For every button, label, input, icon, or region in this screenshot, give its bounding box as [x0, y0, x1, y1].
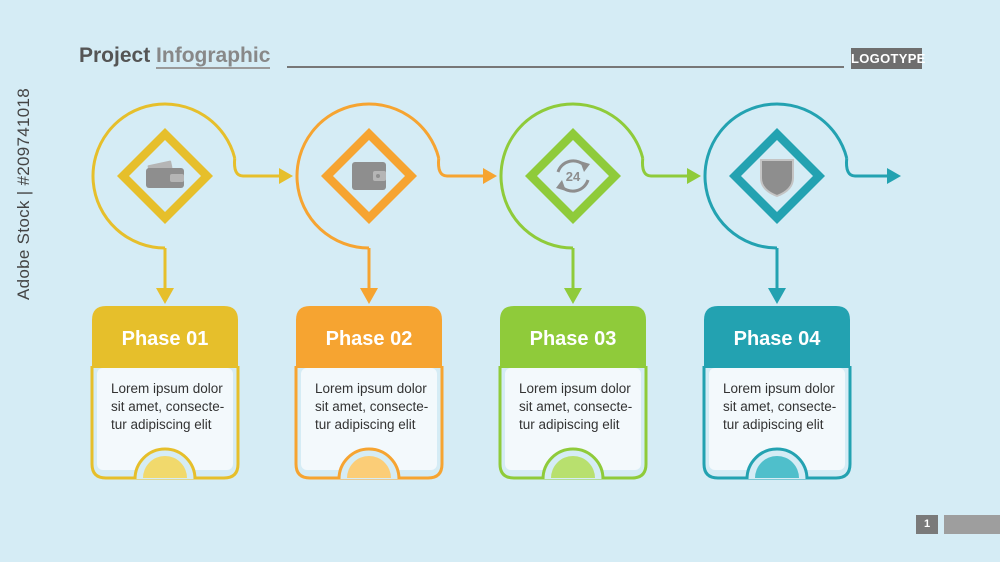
diamond-inner	[537, 140, 609, 212]
phase-description: Lorem ipsum dolor sit amet, consecte-tur …	[111, 380, 257, 434]
phase-description-line: sit amet, consecte-	[315, 399, 429, 414]
step-circle	[295, 102, 441, 250]
phase-description-line: sit amet, consecte-	[519, 399, 633, 414]
phase-description: Lorem ipsum dolor sit amet, consecte-tur …	[519, 380, 665, 434]
down-arrowhead	[564, 288, 582, 304]
phase-description-line: sit amet, consecte-	[723, 399, 837, 414]
phase-description-line: Lorem ipsum dolor	[723, 381, 835, 396]
phase-step-3: 24	[498, 102, 701, 480]
phase-description: Lorem ipsum dolor sit amet, consecte-tur …	[723, 380, 869, 434]
wallet-body	[352, 162, 386, 190]
page-number: 1	[916, 515, 938, 534]
phase-step-1	[90, 102, 293, 480]
card-notch-inner	[755, 456, 799, 478]
phase-card-body	[301, 368, 437, 470]
logotype: LOGOTYPE	[851, 48, 925, 69]
phase-title: Phase 02	[325, 328, 413, 350]
step-circle	[91, 102, 237, 250]
card-notch-inner	[347, 456, 391, 478]
wallet-clasp	[170, 174, 184, 182]
phase-description: Lorem ipsum dolor sit amet, consecte-tur …	[315, 380, 461, 434]
title-main: Project	[79, 44, 151, 67]
phase-card-header	[296, 306, 442, 368]
wallet-open-icon	[146, 160, 184, 188]
connector-arrowhead	[687, 168, 701, 184]
phase-step-4	[702, 102, 901, 480]
phase-description-line: tur adipiscing elit	[315, 417, 416, 432]
phase-description-line: tur adipiscing elit	[111, 417, 212, 432]
phase-description-line: Lorem ipsum dolor	[315, 381, 427, 396]
phase-card-header	[704, 306, 850, 368]
down-arrowhead	[360, 288, 378, 304]
arrow-head-top	[580, 161, 590, 172]
phase-description-line: Lorem ipsum dolor	[111, 381, 223, 396]
phase-description-line: tur adipiscing elit	[519, 417, 620, 432]
icon-text: 24	[566, 169, 581, 184]
title-rule	[287, 66, 844, 68]
page-title: Project Infographic	[79, 44, 271, 69]
phase-card-header	[92, 306, 238, 368]
wallet-button	[376, 174, 380, 178]
phase-title: Phase 01	[121, 328, 209, 350]
wallet-icon	[352, 162, 386, 190]
phase-description-line: sit amet, consecte-	[111, 399, 225, 414]
phase-step-2	[294, 102, 497, 480]
shield-icon	[760, 159, 794, 198]
connector-arrowhead	[279, 168, 293, 184]
title-accent: Infographic	[156, 44, 271, 69]
phase-description-line: Lorem ipsum dolor	[519, 381, 631, 396]
connector-arrowhead	[483, 168, 497, 184]
step-curl	[844, 157, 856, 178]
phase-card-body	[505, 368, 641, 470]
phase-card-body	[709, 368, 845, 470]
card-notch-inner	[143, 456, 187, 478]
step-curl	[640, 157, 652, 178]
step-curl	[232, 157, 244, 178]
phase-title: Phase 04	[733, 328, 821, 350]
step-circle	[499, 102, 645, 250]
page-bar	[944, 515, 1000, 534]
phase-card-header	[500, 306, 646, 368]
shield-shape	[760, 159, 794, 198]
step-curl	[436, 157, 448, 178]
phase-description-line: tur adipiscing elit	[723, 417, 824, 432]
step-circle	[703, 102, 849, 250]
arrow-head-bottom	[556, 180, 566, 191]
phase-card-body	[97, 368, 233, 470]
connector-arrowhead	[887, 168, 901, 184]
down-arrowhead	[156, 288, 174, 304]
down-arrowhead	[768, 288, 786, 304]
24-hours-icon: 24	[556, 159, 590, 193]
phase-title: Phase 03	[529, 328, 617, 350]
card-notch-inner	[551, 456, 595, 478]
wallet-body	[146, 168, 184, 188]
